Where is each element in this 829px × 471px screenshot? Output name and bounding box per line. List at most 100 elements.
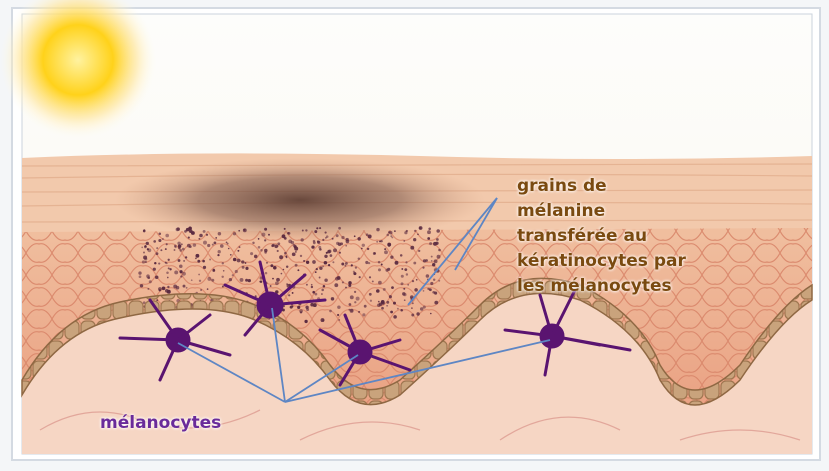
melanin-granule (338, 319, 340, 321)
melanin-granule (160, 249, 162, 251)
melanin-label-line: transférée au (517, 224, 807, 249)
melanin-granule (304, 320, 307, 323)
melanin-granule (212, 244, 214, 246)
melanin-granule (238, 230, 240, 232)
melanin-granule (354, 235, 356, 237)
melanin-granule (376, 289, 380, 293)
melanin-granule (383, 288, 386, 291)
melanin-granule (417, 233, 419, 235)
melanin-granule (174, 246, 176, 248)
melanin-granule (274, 244, 278, 248)
melanin-granule (339, 252, 341, 254)
melanin-granule (145, 261, 147, 263)
melanin-granule (146, 242, 149, 245)
melanin-granule (264, 239, 266, 241)
melanin-granule (412, 280, 414, 282)
melanin-granule (397, 308, 399, 310)
melanin-granule (297, 306, 300, 309)
melanin-granule (286, 266, 288, 268)
melanin-granule (354, 291, 356, 293)
melanin-label-line: mélanine (517, 199, 807, 224)
melanin-granule (191, 279, 193, 281)
melanin-granule (168, 259, 170, 261)
melanin-granule (313, 240, 316, 243)
melanin-granule (433, 279, 435, 281)
melanin-granule (179, 249, 182, 252)
melanin-granule (410, 246, 414, 250)
melanin-granule (252, 242, 254, 244)
melanin-granule (353, 272, 356, 275)
melanin-granule (305, 306, 308, 309)
melanin-granule (316, 268, 318, 270)
melanin-granule (198, 274, 200, 276)
melanin-granule (158, 239, 161, 242)
melanin-granule (276, 278, 280, 282)
melanin-granule (422, 267, 424, 269)
melanin-granule (306, 284, 308, 286)
melanin-granule (407, 284, 409, 286)
melanin-granule (337, 314, 339, 316)
melanin-granule (312, 291, 315, 294)
melanin-granule (427, 230, 431, 234)
melanin-granule (277, 242, 280, 245)
melanin-granule (413, 238, 416, 241)
melanin-granule (345, 287, 347, 289)
melanin-granule (301, 238, 304, 241)
melanin-granule (358, 257, 360, 259)
melanin-granule (266, 262, 268, 264)
melanin-granule (400, 254, 403, 257)
melanin-granule (438, 249, 441, 252)
melanin-granule (275, 281, 279, 285)
melanin-granule (405, 261, 407, 263)
melanin-granule (358, 311, 360, 313)
melanin-granule (198, 238, 200, 240)
melanin-granule (321, 293, 323, 295)
melanin-granule (345, 262, 348, 265)
melanin-granule (202, 260, 205, 263)
melanin-granule (414, 288, 418, 292)
melanin-granule (331, 297, 334, 300)
melanin-granule (311, 284, 313, 286)
melanin-granule (207, 288, 209, 290)
melanin-granule (356, 297, 360, 301)
melanin-granule (156, 252, 159, 255)
melanin-granule (404, 299, 406, 301)
melanin-granule (232, 274, 234, 276)
melanin-granule (292, 292, 294, 294)
melanin-granule (143, 230, 146, 233)
melanin-granule (330, 254, 333, 257)
melanin-granule (306, 261, 309, 264)
melanin-granule (250, 252, 253, 255)
melanin-granule (322, 266, 324, 268)
melanin-granule (295, 251, 297, 253)
melanin-granule (314, 230, 317, 233)
melanin-granule (183, 285, 186, 288)
melanin-granule (220, 244, 224, 248)
melanin-granule (291, 241, 294, 244)
melanin-granule (282, 234, 286, 238)
melanin-granule (362, 244, 365, 247)
melanin-granule (178, 259, 181, 262)
melanin-granule (369, 293, 372, 296)
melanin-granule (431, 256, 433, 258)
melanin-granule (362, 313, 365, 316)
melanin-granule (240, 278, 244, 282)
melanin-granule (143, 252, 145, 254)
melanin-granule (195, 258, 197, 260)
melanin-granule (284, 252, 287, 255)
melanin-granule (143, 256, 147, 260)
melanin-granule (159, 233, 162, 236)
melanin-granule (300, 311, 302, 313)
melanin-granule (197, 260, 200, 263)
melanin-granule (147, 288, 149, 290)
melanin-granule (437, 255, 441, 259)
melanin-granule (317, 240, 319, 242)
melanin-granule (285, 255, 287, 257)
melanin-granule (401, 275, 404, 278)
melanin-granule (189, 229, 193, 233)
melanin-granule (430, 313, 432, 315)
melanin-granule (404, 268, 407, 271)
melanin-granule (423, 306, 426, 309)
melanin-granule (182, 248, 185, 251)
melanin-granule (428, 228, 431, 231)
